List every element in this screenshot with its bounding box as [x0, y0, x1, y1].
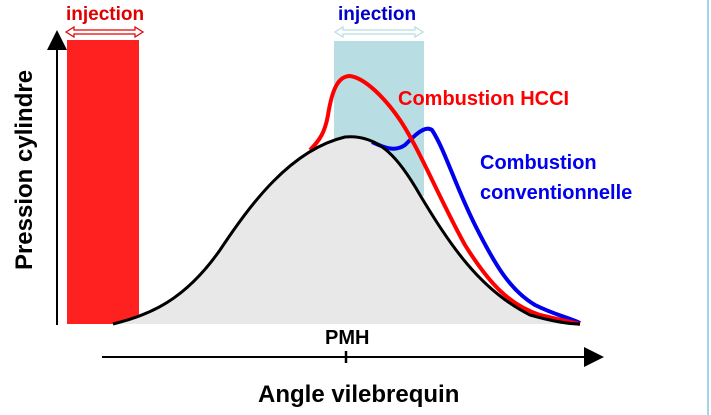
- conventional-label-line1: Combustion: [480, 152, 597, 174]
- conventional-injection-label: injection: [338, 4, 417, 25]
- early-injection-arrow: [64, 25, 145, 39]
- hcci-label: Combustion HCCI: [398, 88, 570, 110]
- black-motored-curve: [112, 135, 581, 326]
- early-injection-label: injection: [66, 4, 145, 25]
- motored-pressure-fill: [113, 136, 580, 324]
- y-axis-label: Pression cylindre: [11, 69, 38, 271]
- right-edge-line: [707, 0, 709, 415]
- early-injection-zone: [67, 40, 139, 324]
- red-hcci-curve: [308, 73, 581, 326]
- x-axis-label: Angle vilebrequin: [258, 381, 460, 408]
- conventional-label-line2: conventionnelle: [480, 182, 633, 204]
- conventional-injection-arrow: [333, 25, 425, 39]
- pmh-label: PMH: [325, 327, 370, 349]
- blue-conventional-curve: [371, 126, 581, 325]
